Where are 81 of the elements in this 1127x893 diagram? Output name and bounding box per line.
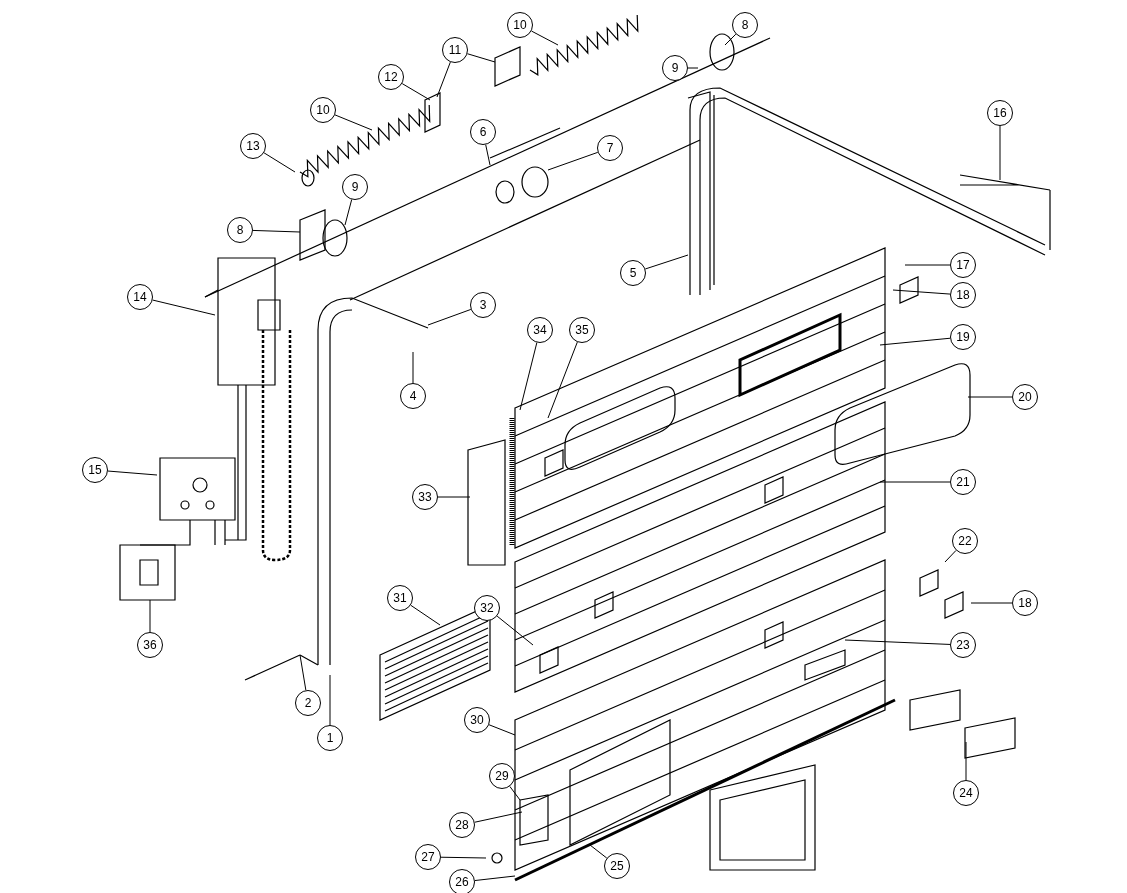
callout-number: 5	[620, 260, 646, 286]
leader-line	[149, 599, 151, 633]
callout-number: 29	[489, 763, 515, 789]
callout-number: 2	[295, 690, 321, 716]
callout-number: 18	[1012, 590, 1038, 616]
leader-line	[299, 654, 307, 691]
callout-number: 26	[449, 869, 475, 893]
leader-line	[970, 602, 1013, 604]
callout-number: 6	[470, 119, 496, 145]
callout-number: 22	[952, 528, 978, 554]
callout-number: 11	[442, 37, 468, 63]
callout-number: 1	[317, 725, 343, 751]
leader-line	[329, 674, 331, 726]
leader-line	[519, 342, 538, 411]
leader-line	[485, 144, 491, 166]
leader-line	[437, 496, 471, 498]
callout-number: 9	[662, 55, 688, 81]
callout-number: 18	[950, 282, 976, 308]
callout-number: 25	[604, 853, 630, 879]
leader-line	[879, 481, 951, 483]
leader-line	[427, 308, 472, 326]
callout-number: 19	[950, 324, 976, 350]
callout-number: 24	[953, 780, 979, 806]
leader-line	[344, 199, 353, 226]
callout-number: 8	[227, 217, 253, 243]
leader-line	[412, 351, 414, 384]
leader-line	[107, 470, 158, 476]
leader-line	[687, 67, 699, 69]
callout-number: 3	[470, 292, 496, 318]
callout-number: 9	[342, 174, 368, 200]
callout-number: 10	[310, 97, 336, 123]
callout-number: 13	[240, 133, 266, 159]
leader-line	[879, 337, 951, 346]
leader-line	[334, 114, 373, 131]
callout-number: 34	[527, 317, 553, 343]
leader-line	[904, 264, 951, 266]
leader-line	[967, 396, 1013, 398]
callout-number: 4	[400, 383, 426, 409]
leader-line	[589, 844, 608, 859]
callout-number: 14	[127, 284, 153, 310]
callout-number: 15	[82, 457, 108, 483]
leader-line	[496, 615, 534, 646]
leader-line	[436, 61, 451, 98]
callout-number: 17	[950, 252, 976, 278]
callout-number: 28	[449, 812, 475, 838]
leader-line	[252, 229, 301, 233]
callout-number: 12	[378, 64, 404, 90]
leader-line	[547, 341, 578, 419]
leader-line	[531, 30, 559, 46]
callout-number: 36	[137, 632, 163, 658]
leader-line	[474, 811, 523, 823]
leader-line	[999, 125, 1001, 181]
callout-number: 8	[732, 12, 758, 38]
callout-number: 21	[950, 469, 976, 495]
callout-number: 33	[412, 484, 438, 510]
leader-line	[410, 604, 441, 626]
callout-number: 23	[950, 632, 976, 658]
callout-number: 31	[387, 585, 413, 611]
callout-number: 27	[415, 844, 441, 870]
leader-line	[844, 639, 951, 645]
callout-number: 32	[474, 595, 500, 621]
leader-line	[547, 151, 599, 171]
leader-line	[474, 875, 516, 882]
leader-line	[644, 254, 689, 270]
leader-line	[892, 289, 951, 295]
leader-line	[509, 785, 521, 801]
leader-line	[724, 33, 737, 46]
callout-number: 30	[464, 707, 490, 733]
leader-line	[440, 856, 487, 859]
callout-number: 35	[569, 317, 595, 343]
leader-line	[488, 724, 516, 736]
leader-line	[152, 299, 216, 316]
leader-line	[466, 53, 496, 63]
callout-number: 20	[1012, 384, 1038, 410]
leader-line	[263, 152, 296, 173]
leader-line	[401, 83, 431, 101]
callout-number: 7	[597, 135, 623, 161]
callout-number: 16	[987, 100, 1013, 126]
callout-number: 10	[507, 12, 533, 38]
leader-line	[944, 549, 957, 563]
leader-line	[965, 741, 967, 781]
